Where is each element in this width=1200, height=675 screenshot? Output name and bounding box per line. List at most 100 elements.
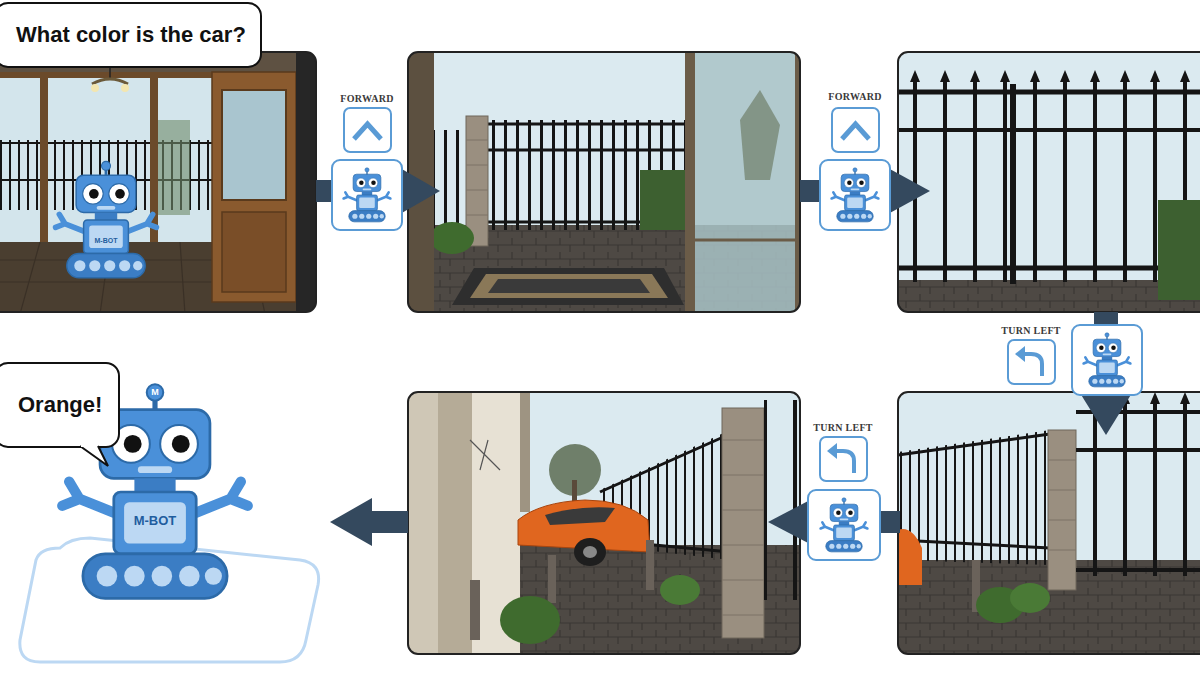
action-icons xyxy=(354,124,381,139)
robot-badge: M-BOT xyxy=(134,513,177,528)
scene-car xyxy=(408,392,800,654)
scene-turn xyxy=(1076,448,1200,452)
scene-car xyxy=(600,434,730,492)
scene-doorway xyxy=(640,170,685,230)
scene-car xyxy=(722,440,764,615)
step-arrows xyxy=(400,168,440,214)
robot-icons xyxy=(808,490,880,560)
panel-frame xyxy=(0,52,316,312)
speech-text: Orange! xyxy=(18,392,102,418)
action-icons xyxy=(820,437,867,481)
action-icons xyxy=(832,108,879,152)
action-label: FORWARD xyxy=(828,91,881,102)
scene-doorway xyxy=(452,268,684,305)
scene-car xyxy=(408,392,800,654)
scene-car xyxy=(548,555,556,603)
robot-icons xyxy=(344,168,391,222)
step-arrows xyxy=(768,500,810,544)
scene-doorway xyxy=(470,274,668,298)
action-icons xyxy=(1024,354,1042,376)
scene-start xyxy=(40,72,48,242)
scene-doorway xyxy=(740,90,780,180)
scene-car xyxy=(408,392,438,654)
action-label: TURN LEFT xyxy=(1001,325,1061,336)
scene-start xyxy=(222,90,286,200)
scene-turn xyxy=(898,392,1200,654)
bubble-tail xyxy=(81,443,97,447)
scene-car xyxy=(646,540,654,590)
scene-doorway xyxy=(685,52,800,312)
scene-gate xyxy=(898,52,1200,312)
scene-doorway xyxy=(488,120,688,230)
robot-icons xyxy=(1084,333,1131,387)
scene-car xyxy=(574,538,606,566)
scene-start xyxy=(56,161,157,277)
scene-turn xyxy=(898,529,922,585)
scene-doorway xyxy=(408,52,800,312)
scene-doorway xyxy=(488,123,688,126)
bubble-tail xyxy=(78,446,112,470)
step-arrows xyxy=(878,511,900,533)
scene-car xyxy=(438,392,472,654)
speech-bubble: What color is the car? xyxy=(0,2,262,68)
scene-doorway xyxy=(695,239,800,242)
step-arrows xyxy=(316,168,1132,546)
scene-turn xyxy=(1076,568,1200,572)
scene-car xyxy=(660,575,700,605)
action-icons xyxy=(344,108,1055,481)
scene-car xyxy=(545,507,615,525)
scene-doorway xyxy=(488,279,650,293)
scene-turn xyxy=(1048,430,1076,590)
speech-bubble: Orange! xyxy=(0,362,120,448)
scene-car xyxy=(583,546,597,558)
robot-icons xyxy=(1072,325,1142,395)
scene-car xyxy=(470,580,480,640)
panel-frame xyxy=(898,392,1200,654)
scene-gate xyxy=(1010,84,1016,284)
scene-turn xyxy=(1076,404,1200,576)
scene-car xyxy=(520,392,530,512)
scene-start xyxy=(91,84,99,92)
scene-doorway xyxy=(430,222,474,254)
scene-start xyxy=(0,72,212,78)
step-arrows xyxy=(888,168,930,214)
step-arrows xyxy=(330,498,372,546)
robot-icons xyxy=(820,160,890,230)
scene-gate xyxy=(1158,200,1200,300)
robot-icons xyxy=(332,160,402,230)
scene-gate xyxy=(898,82,1198,282)
scene-turn xyxy=(898,392,1200,654)
action-icons xyxy=(1015,346,1025,362)
scene-gate xyxy=(898,280,1200,312)
action-label: TURN LEFT xyxy=(813,422,873,433)
action-icons xyxy=(827,443,837,459)
scene-start xyxy=(121,84,129,92)
scene-gate xyxy=(898,52,1200,312)
scene-turn xyxy=(1048,460,1076,550)
speech-text: What color is the car? xyxy=(16,22,246,48)
robot-icons xyxy=(821,498,868,552)
bubble-tail xyxy=(80,446,108,466)
action-icons xyxy=(344,108,391,152)
scene-car xyxy=(722,408,764,638)
scene-turn xyxy=(898,434,1050,455)
antenna-mark: M xyxy=(151,387,159,397)
step-arrows xyxy=(1080,393,1132,435)
scene-doorway xyxy=(488,149,688,152)
scene-doorway xyxy=(685,52,695,312)
action-icons xyxy=(836,451,854,473)
scene-car xyxy=(764,400,800,600)
action-label: FORWARD xyxy=(340,93,393,104)
scene-start xyxy=(0,52,316,312)
robot-icons xyxy=(332,160,1142,560)
scene-turn xyxy=(1010,583,1050,613)
scene-start xyxy=(0,52,316,312)
robot-icons xyxy=(832,168,879,222)
scene-start xyxy=(92,79,128,84)
scene-gate xyxy=(898,128,1200,132)
scene-doorway xyxy=(466,140,488,215)
action-icons xyxy=(1008,340,1055,384)
scene-gate xyxy=(898,70,1198,84)
panel-frame xyxy=(408,52,800,312)
